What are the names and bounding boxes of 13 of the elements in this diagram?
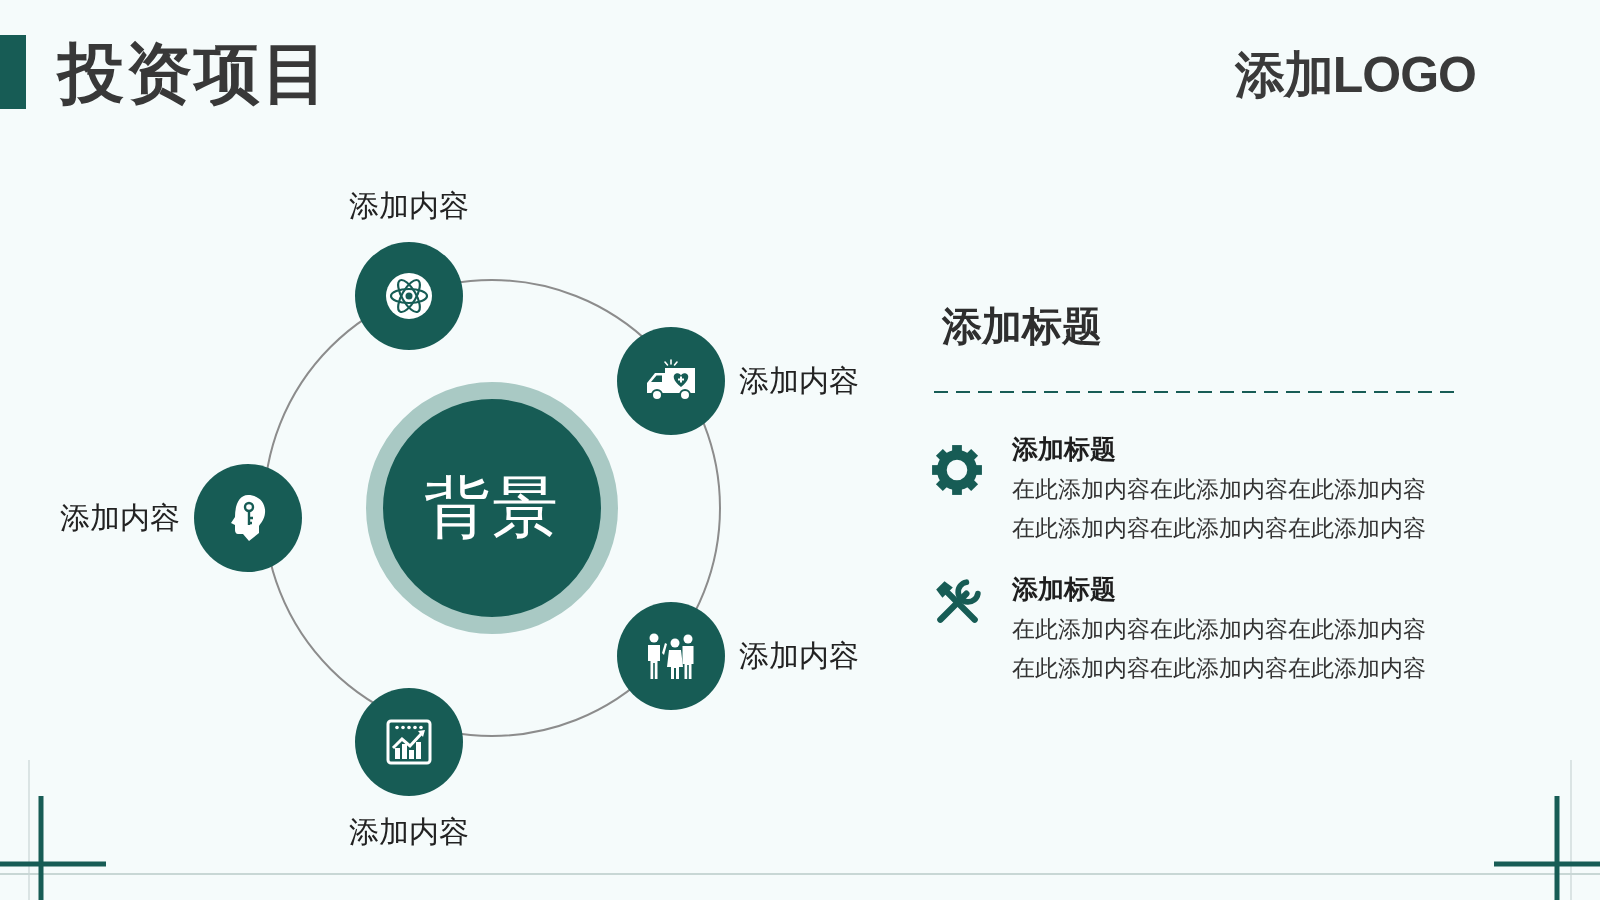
slide-title: 投资项目 <box>58 35 330 112</box>
node-label: 添加内容 <box>739 363 859 399</box>
item-heading: 添加标题 <box>1012 433 1116 466</box>
header-placeholder-text: 添加LOGO <box>1234 46 1476 105</box>
node-label: 添加内容 <box>60 500 180 536</box>
node-label: 添加内容 <box>349 188 469 224</box>
center-circle: 背景 <box>366 382 618 634</box>
item-text: 在此添加内容在此添加内容在此添加内容在此添加内容在此添加内容在此添加内容 <box>1012 475 1427 543</box>
item-heading: 添加标题 <box>1012 573 1116 606</box>
section-heading: 添加标题 <box>942 303 1102 350</box>
node-label: 添加内容 <box>349 814 469 850</box>
node-label: 添加内容 <box>739 638 859 674</box>
item-text: 在此添加内容在此添加内容在此添加内容在此添加内容在此添加内容在此添加内容 <box>1012 615 1427 683</box>
